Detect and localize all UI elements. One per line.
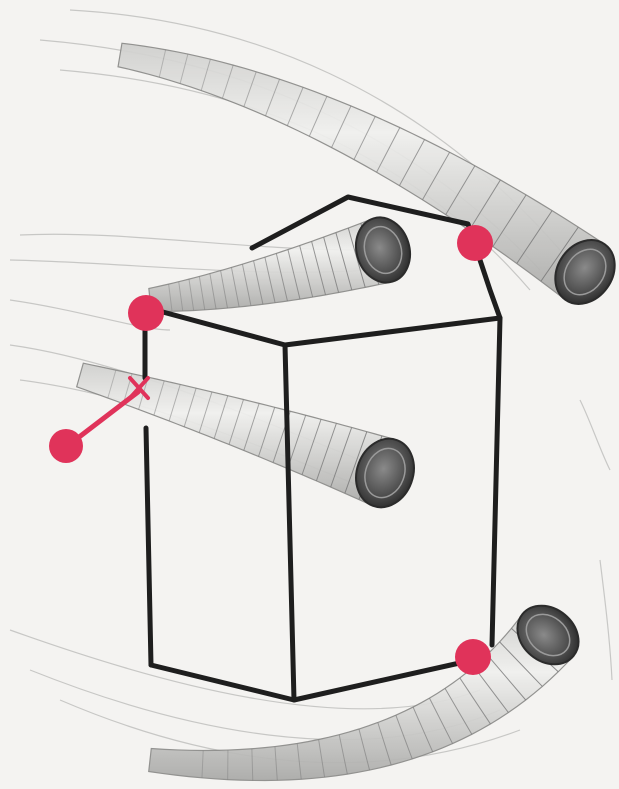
node-left-upper (128, 295, 164, 331)
prism-edge-right-vertical (492, 318, 500, 645)
node-bottom-right (455, 639, 491, 675)
prism-edge-top-front (148, 308, 500, 345)
tube-bottom (149, 594, 591, 781)
tubes-layer (77, 43, 619, 780)
node-top-right (457, 225, 493, 261)
detached-node-stem (70, 392, 138, 444)
tube-upper-middle (149, 211, 418, 312)
node-detached (49, 429, 83, 463)
prism-edge-left-vertical-lower (146, 428, 151, 665)
prism-edge-middle-vertical (285, 345, 294, 700)
tube-middle (77, 363, 424, 515)
prism-edge-bottom (151, 660, 473, 700)
